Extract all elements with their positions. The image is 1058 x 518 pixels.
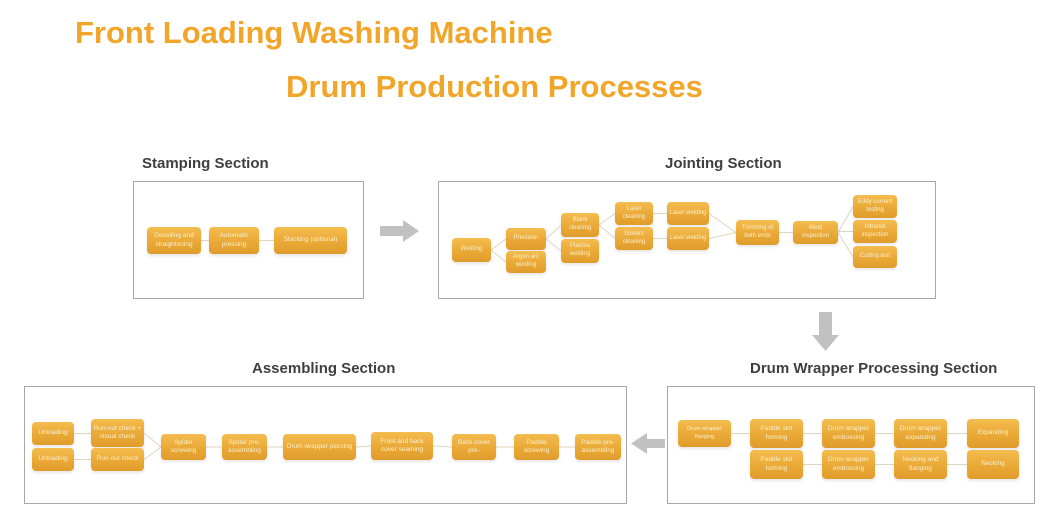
node-runout-check: Run-out check	[91, 448, 144, 471]
node-front-back-cover-seaming: Front and back cover seaming	[371, 432, 433, 460]
node-drum-wrapper-embossing-bottom: Drum wrapper embossing	[822, 450, 875, 479]
node-unloading-bottom: Unloading	[32, 448, 74, 471]
node-paddle-slot-forming-bottom: Paddle slot forming	[750, 450, 803, 479]
node-paddle-pre-assembling: Paddle pre-assembling	[575, 434, 621, 460]
node-cutting-test: Cutting test	[853, 246, 897, 268]
arrow-left-icon	[631, 433, 665, 454]
arrow-right-icon	[380, 220, 419, 242]
node-solvent-cleaning: Solvent cleaning	[615, 227, 653, 250]
node-expanding: Expanding	[967, 419, 1019, 448]
node-drum-wrapper-piercing: Drum wrapper piercing	[283, 434, 356, 460]
node-eddy-current-testing: Eddy current testing	[853, 195, 897, 218]
node-spider-screwing: Spider screwing	[161, 434, 206, 460]
node-laser-welding-bottom: Laser welding	[667, 227, 709, 250]
node-precision: Precision	[506, 228, 546, 250]
node-laser-welding-top: Laser welding	[667, 202, 709, 225]
section-label-drum-wrapper: Drum Wrapper Processing Section	[750, 360, 998, 377]
node-decoiling-straightening: Decoiling and straightening	[147, 227, 201, 254]
node-drum-wrapper-expanding: Drum wrapper expanding	[894, 419, 947, 448]
node-plasma-welding: Plasma welding	[561, 239, 599, 263]
node-unloading-top: Unloading	[32, 422, 74, 445]
node-welding: Welding	[452, 238, 491, 262]
page-title-line-1: Front Loading Washing Machine	[75, 15, 553, 50]
node-weld-inspection: Weld inspection	[793, 221, 838, 244]
section-label-jointing: Jointing Section	[665, 155, 782, 172]
node-drum-wrapper-flanging: Drum wrapper flanging	[678, 420, 731, 447]
page-title-line-2: Drum Production Processes	[286, 69, 703, 104]
node-necking-and-flanging: Necking and flanging	[894, 450, 947, 479]
arrow-down-icon	[812, 312, 839, 351]
node-runout-visual-check: Run-out check + visual check	[91, 419, 144, 447]
node-infrared-inspection: Infrared inspection	[853, 220, 897, 243]
node-stacking-optional: Stacking (optional)	[274, 227, 347, 254]
node-laser-cleaning: Laser cleaning	[615, 202, 653, 225]
node-trimming-both-ends: Trimming of both ends	[736, 220, 779, 245]
node-automatic-pressing: Automatic pressing	[209, 227, 259, 254]
node-drum-wrapper-embossing-top: Drum wrapper embossing	[822, 419, 875, 448]
node-blank-cleaning: Blank cleaning	[561, 213, 599, 237]
section-label-stamping: Stamping Section	[142, 155, 269, 172]
section-label-assembling: Assembling Section	[252, 360, 396, 377]
node-necking: Necking	[967, 450, 1019, 479]
node-paddle-screwing: Paddle screwing	[514, 434, 559, 460]
node-paddle-slot-forming-top: Paddle slot forming	[750, 419, 803, 448]
node-argon-arc-welding: Argon arc welding	[506, 251, 546, 273]
node-back-cover-pre: Back cover pre-	[452, 434, 496, 460]
node-spider-pre-assembling: Spider pre-assembling	[222, 434, 267, 460]
